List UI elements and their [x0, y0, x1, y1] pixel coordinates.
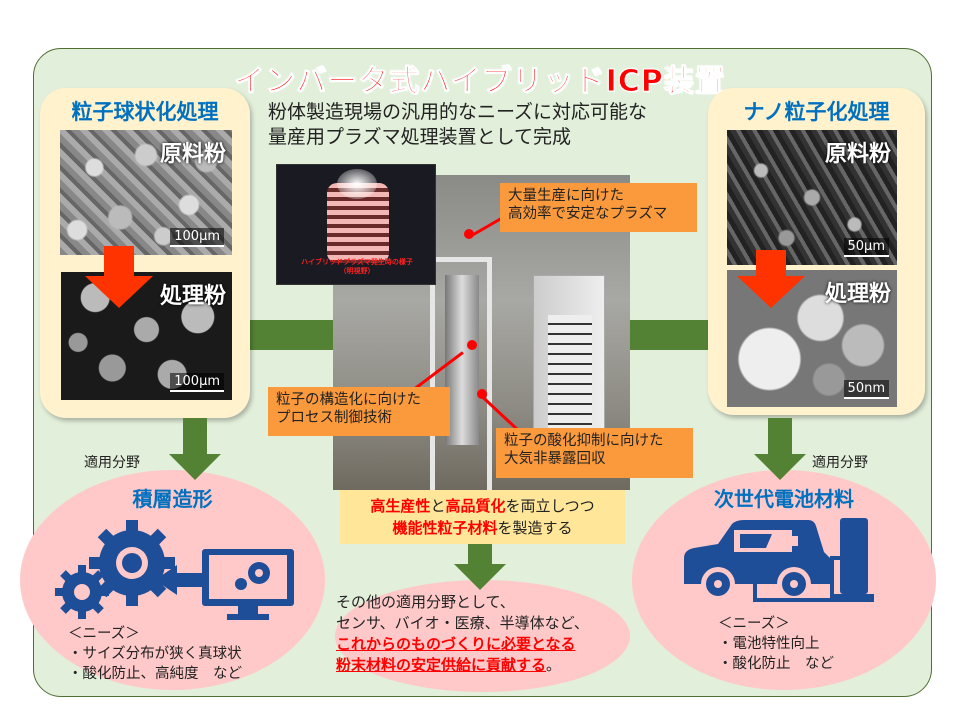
emphasis-text: 高生産性 — [370, 497, 431, 515]
scale-bar: 100μm — [170, 373, 224, 392]
down-arrow-shaft — [104, 246, 134, 276]
callout-line-text: 大量生産に向けた — [508, 188, 624, 204]
raw-powder-image: 原料粉 50μm — [727, 130, 897, 265]
callout-line-text: 大気非暴露回収 — [504, 451, 606, 467]
callout-line-text: 粒子の構造化に向けた — [276, 392, 421, 408]
callout-line-text: プロセス制御技術 — [276, 410, 392, 426]
callout-recovery: 粒子の酸化抑制に向けた 大気非暴露回収 — [496, 428, 693, 478]
nanoparticle-panel: ナノ粒子化処理 原料粉 50μm 処理粉 50nm — [708, 88, 925, 415]
callout-line-text: 粒子の酸化抑制に向けた — [504, 433, 664, 449]
callout-process-control: 粒子の構造化に向けた プロセス制御技術 — [268, 387, 450, 436]
needs-item: ・酸化防止、高純度 など — [68, 666, 242, 682]
connector-bar-left — [250, 320, 340, 350]
emphasis-text: 機能性粒子材料 — [392, 519, 498, 537]
inset-caption: ハイブリッドプラズマ発生時の様子 （明視野） — [277, 258, 435, 276]
application-title-battery: 次世代電池材料 — [714, 487, 854, 511]
summary-text: と — [430, 497, 446, 515]
application-title-additive: 積層造形 — [132, 487, 213, 511]
application-label-right: 適用分野 — [812, 455, 868, 471]
callout-plasma: 大量生産に向けた 高効率で安定なプラズマ — [500, 183, 697, 232]
plasma-inset-photo: ハイブリッドプラズマ発生時の様子 （明視野） — [276, 164, 436, 285]
page-title: インバータ式ハイブリッドICP装置 — [234, 64, 726, 100]
raw-powder-label: 原料粉 — [159, 142, 226, 167]
summary-line-1: 高生産性と高品質化を両立しつつ — [340, 495, 625, 517]
inset-caption-line: （明視野） — [339, 267, 375, 275]
other-applications-text: その他の適用分野として、 センサ、バイオ・医療、半導体など、 これからのものづく… — [336, 592, 589, 676]
inset-caption-line: ハイブリッドプラズマ発生時の様子 — [301, 258, 413, 266]
processed-powder-label: 処理粉 — [824, 282, 891, 307]
emphasis-text: 高品質化 — [445, 497, 506, 515]
period: 。 — [546, 656, 562, 674]
needs-item: ・酸化防止 など — [718, 656, 834, 672]
subtitle-line: 粉体製造現場の汎用的なニーズに対応可能な — [268, 101, 648, 123]
needs-header: ＜ニーズ＞ — [718, 616, 790, 632]
raw-powder-label: 原料粉 — [824, 142, 891, 167]
scale-bar: 100μm — [170, 228, 224, 247]
control-panel — [548, 315, 592, 435]
subtitle-line: 量産用プラズマ処理装置として完成 — [268, 126, 572, 148]
other-line: その他の適用分野として、 — [336, 593, 515, 611]
callout-dot — [467, 340, 477, 350]
scale-bar: 50nm — [843, 380, 889, 399]
spheroidization-panel: 粒子球状化処理 原料粉 100μm 処理粉 100μm — [40, 88, 250, 418]
summary-text: を製造する — [497, 519, 573, 537]
emphasis-text: これからのものづくりに必要となる — [336, 635, 576, 653]
other-application-ellipse — [335, 580, 630, 692]
scale-bar: 50μm — [843, 238, 889, 257]
application-label-left: 適用分野 — [84, 455, 140, 471]
subtitle: 粉体製造現場の汎用的なニーズに対応可能な 量産用プラズマ処理装置として完成 — [268, 100, 647, 150]
emphasis-text: 粉末材料の安定供給に貢献する — [336, 656, 547, 674]
needs-list-battery: ＜ニーズ＞ ・電池特性向上 ・酸化防止 など — [718, 614, 834, 674]
summary-box: 高生産性と高品質化を両立しつつ 機能性粒子材料を製造する — [340, 490, 625, 544]
processed-powder-label: 処理粉 — [159, 284, 226, 309]
down-arrow-shaft — [756, 250, 786, 276]
summary-text: を両立しつつ — [505, 497, 595, 515]
other-line: センサ、バイオ・医療、半導体など、 — [336, 614, 589, 632]
electric-car-charging-icon — [684, 518, 874, 602]
down-arrow-icon — [737, 276, 805, 308]
panel-title: 粒子球状化処理 — [71, 100, 219, 124]
summary-line-2: 機能性粒子材料を製造する — [340, 517, 625, 539]
needs-header: ＜ニーズ＞ — [68, 626, 140, 642]
panel-title: ナノ粒子化処理 — [743, 100, 890, 124]
connector-bar-right — [625, 320, 715, 350]
callout-dot — [477, 389, 487, 399]
raw-powder-image: 原料粉 100μm — [60, 130, 232, 255]
needs-list-additive: ＜ニーズ＞ ・サイズ分布が狭く真球状 ・酸化防止、高純度 など — [68, 624, 242, 684]
callout-dot — [464, 229, 474, 239]
gears-computer-icon — [55, 520, 294, 620]
down-arrow-icon — [85, 276, 153, 308]
needs-item: ・電池特性向上 — [718, 636, 820, 652]
needs-item: ・サイズ分布が狭く真球状 — [68, 646, 242, 662]
plasma-glow — [337, 169, 377, 199]
callout-line-text: 高効率で安定なプラズマ — [508, 206, 668, 222]
